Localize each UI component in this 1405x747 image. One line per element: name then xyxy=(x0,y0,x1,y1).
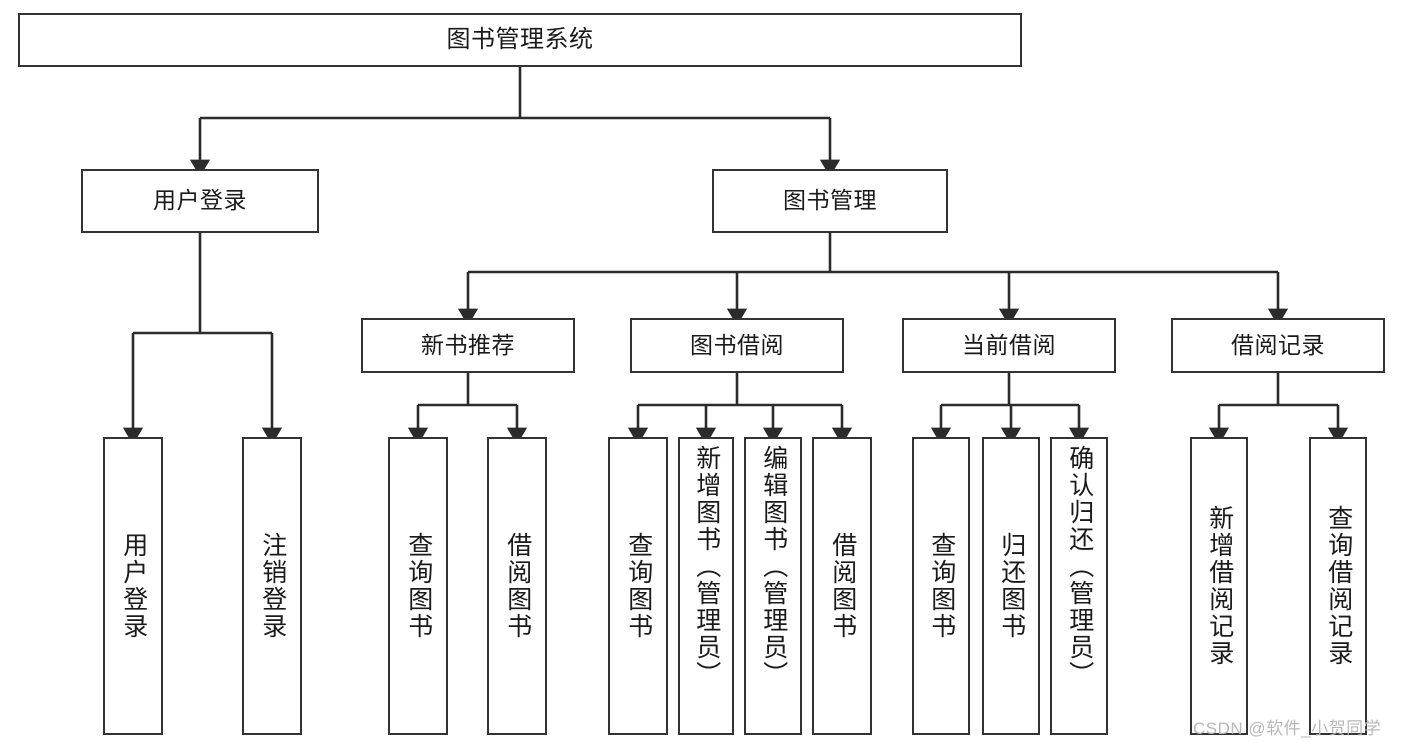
node-leaf-0-label: 用户登录 xyxy=(119,532,148,640)
node-level3-3[interactable]: 借阅记录 xyxy=(1171,318,1385,373)
node-root[interactable]: 图书管理系统 xyxy=(18,13,1022,67)
node-leaf-10-content: 确认归还（管理员） xyxy=(1052,439,1106,733)
node-leaf-4[interactable]: 查询图书 xyxy=(608,437,668,735)
node-leaf-7-content: 借阅图书 xyxy=(814,439,870,733)
node-leaf-6[interactable]: 编辑图书（管理员） xyxy=(744,437,802,735)
node-level3-2[interactable]: 当前借阅 xyxy=(902,318,1116,373)
node-level3-0-label: 新书推荐 xyxy=(421,331,515,358)
node-leaf-12-content: 查询借阅记录 xyxy=(1311,439,1365,733)
node-leaf-11-content: 新增借阅记录 xyxy=(1192,439,1246,733)
node-leaf-7[interactable]: 借阅图书 xyxy=(812,437,872,735)
node-leaf-8[interactable]: 查询图书 xyxy=(912,437,970,735)
node-level2-1-label: 图书管理 xyxy=(783,187,877,214)
node-leaf-2[interactable]: 查询图书 xyxy=(388,437,448,735)
node-leaf-9-content: 归还图书 xyxy=(984,439,1038,733)
node-level3-3-label: 借阅记录 xyxy=(1231,331,1325,358)
node-leaf-2-content: 查询图书 xyxy=(390,439,446,733)
node-leaf-3-content: 借阅图书 xyxy=(489,439,545,733)
node-leaf-0[interactable]: 用户登录 xyxy=(103,437,163,735)
node-leaf-11[interactable]: 新增借阅记录 xyxy=(1190,437,1248,735)
node-leaf-8-label: 查询图书 xyxy=(927,532,956,640)
node-level2-0-label: 用户登录 xyxy=(153,187,247,214)
watermark-label: CSDN @软件_小贺同学 xyxy=(1193,719,1382,738)
node-leaf-3[interactable]: 借阅图书 xyxy=(487,437,547,735)
node-leaf-4-label: 查询图书 xyxy=(624,532,653,640)
node-root-label: 图书管理系统 xyxy=(446,25,594,53)
node-leaf-10-label: 确认归还（管理员） xyxy=(1065,445,1094,688)
node-leaf-5-content: 新增图书（管理员） xyxy=(680,439,732,733)
node-leaf-0-content: 用户登录 xyxy=(105,439,161,733)
node-leaf-9-label: 归还图书 xyxy=(997,532,1026,640)
node-level3-1-label: 图书借阅 xyxy=(690,331,784,358)
node-leaf-11-label: 新增借阅记录 xyxy=(1205,505,1234,667)
node-leaf-2-label: 查询图书 xyxy=(404,532,433,640)
node-leaf-1-label: 注销登录 xyxy=(258,532,287,640)
node-leaf-6-content: 编辑图书（管理员） xyxy=(746,439,800,733)
node-level2-1[interactable]: 图书管理 xyxy=(712,169,948,233)
node-leaf-9[interactable]: 归还图书 xyxy=(982,437,1040,735)
node-leaf-8-content: 查询图书 xyxy=(914,439,968,733)
node-leaf-12[interactable]: 查询借阅记录 xyxy=(1309,437,1367,735)
node-leaf-3-label: 借阅图书 xyxy=(503,532,532,640)
node-level3-2-label: 当前借阅 xyxy=(962,331,1056,358)
node-level3-0[interactable]: 新书推荐 xyxy=(361,318,575,373)
node-leaf-10[interactable]: 确认归还（管理员） xyxy=(1050,437,1108,735)
node-leaf-1-content: 注销登录 xyxy=(244,439,300,733)
node-leaf-7-label: 借阅图书 xyxy=(828,532,857,640)
node-level2-0[interactable]: 用户登录 xyxy=(81,169,319,233)
node-leaf-1[interactable]: 注销登录 xyxy=(242,437,302,735)
node-leaf-4-content: 查询图书 xyxy=(610,439,666,733)
node-leaf-6-label: 编辑图书（管理员） xyxy=(759,445,788,688)
node-leaf-5-label: 新增图书（管理员） xyxy=(692,445,721,688)
node-leaf-12-label: 查询借阅记录 xyxy=(1324,505,1353,667)
node-level3-1[interactable]: 图书借阅 xyxy=(630,318,844,373)
node-leaf-5[interactable]: 新增图书（管理员） xyxy=(678,437,734,735)
